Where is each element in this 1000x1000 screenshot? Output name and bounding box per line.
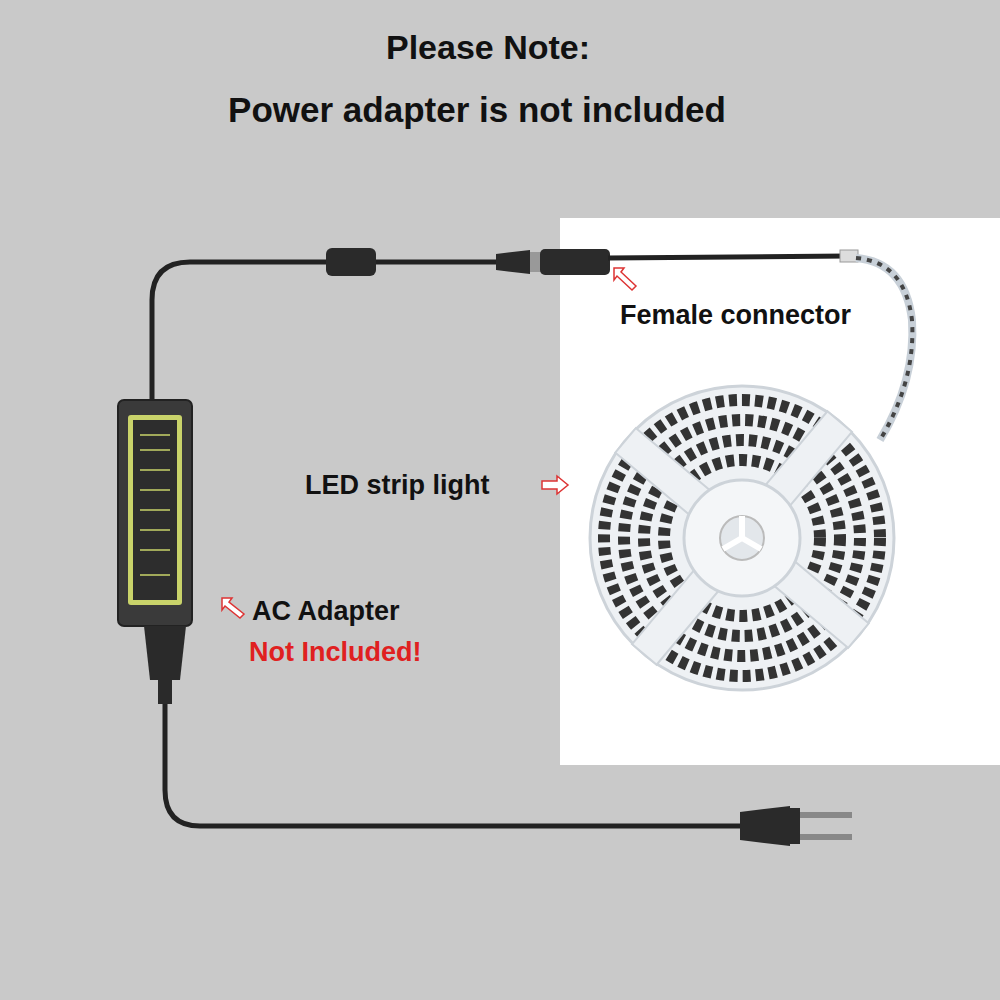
dc-cable xyxy=(376,260,496,265)
sticker-lines xyxy=(140,435,170,575)
ac-adapter xyxy=(118,400,192,626)
part-label: Female connector xyxy=(620,300,851,331)
solder-end xyxy=(840,250,858,262)
strip-tail xyxy=(856,258,912,440)
adapter-sticker xyxy=(128,415,182,605)
strain-relief xyxy=(158,680,172,704)
prong xyxy=(800,812,852,818)
note-text: Power adapter is not included xyxy=(0,90,954,130)
male-plug xyxy=(496,250,530,274)
ac-inlet xyxy=(144,626,186,680)
ferrite-bead xyxy=(326,248,376,276)
part-label: LED strip light xyxy=(305,470,490,501)
female-connector xyxy=(540,249,610,275)
strip-lead xyxy=(608,256,848,258)
white-panel xyxy=(560,218,1000,765)
part-label: AC Adapter xyxy=(252,596,400,627)
ac-cord xyxy=(165,704,742,826)
dc-cable xyxy=(152,262,330,402)
title: Please Note: xyxy=(0,28,976,67)
wall-plug xyxy=(740,806,790,846)
warning-label: Not Included! xyxy=(249,637,421,668)
pointer-arrow xyxy=(222,268,636,618)
led-reel xyxy=(590,386,894,690)
wall-plug xyxy=(790,808,800,844)
sticker-print xyxy=(133,420,177,600)
strip-leds xyxy=(856,258,912,440)
prong xyxy=(800,834,852,840)
